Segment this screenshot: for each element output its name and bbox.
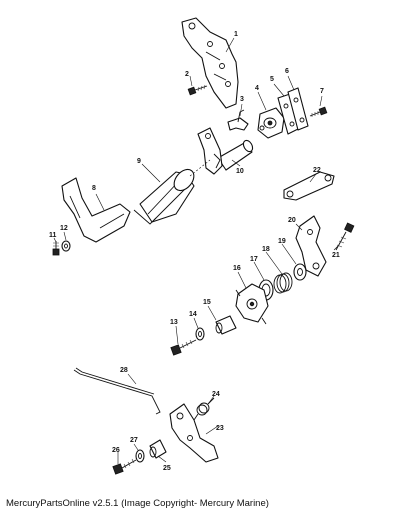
part-25-bushing — [149, 439, 167, 459]
callout-20: 20 — [288, 217, 296, 224]
callout-3: 3 — [240, 96, 244, 103]
part-14-washer — [195, 327, 205, 341]
part-18-spring — [273, 272, 293, 294]
callout-23: 23 — [216, 425, 224, 432]
callout-8: 8 — [92, 185, 96, 192]
part-16-cam — [235, 283, 269, 325]
part-1-bracket — [181, 17, 239, 109]
part-26-bolt — [112, 458, 137, 475]
callout-18: 18 — [262, 246, 270, 253]
callout-19: 19 — [278, 238, 286, 245]
callout-4: 4 — [255, 85, 259, 92]
part-7-screw — [309, 106, 328, 117]
part-4-housing — [257, 107, 285, 139]
callout-2: 2 — [185, 71, 189, 78]
callout-24: 24 — [212, 391, 220, 398]
callout-1: 1 — [234, 31, 238, 38]
callout-21: 21 — [332, 252, 340, 259]
callout-28: 28 — [120, 367, 128, 374]
copyright-caption: MercuryPartsOnline v2.5.1 (Image Copyrig… — [6, 498, 269, 509]
part-24-spring — [193, 397, 215, 421]
callout-27: 27 — [130, 437, 138, 444]
part-10-shaft — [197, 127, 254, 175]
part-11-screw — [52, 241, 60, 256]
part-13-bolt — [170, 339, 197, 356]
part-6-strap — [287, 87, 309, 131]
part-2-screw — [187, 84, 208, 96]
callout-22: 22 — [313, 167, 321, 174]
callout-17: 17 — [250, 256, 258, 263]
part-21-screw — [335, 222, 355, 251]
callout-labels: 1 2 3 4 5 6 7 8 9 10 11 12 13 14 15 16 1… — [49, 31, 340, 472]
callout-7: 7 — [320, 88, 324, 95]
callout-12: 12 — [60, 225, 68, 232]
part-22-link — [283, 171, 335, 201]
part-20-lever — [295, 215, 327, 277]
callout-15: 15 — [203, 299, 211, 306]
part-28-rod — [73, 367, 161, 415]
callout-5: 5 — [270, 76, 274, 83]
part-12-washer — [61, 240, 71, 252]
callout-16: 16 — [233, 265, 241, 272]
part-27-washer — [135, 449, 145, 463]
leader-lines — [53, 37, 339, 464]
callout-25: 25 — [163, 465, 171, 472]
callout-26: 26 — [112, 447, 120, 454]
callout-9: 9 — [137, 158, 141, 165]
callout-10: 10 — [236, 168, 244, 175]
part-23-lower-lever — [169, 403, 219, 463]
part-19-washer — [293, 263, 307, 281]
callout-11: 11 — [49, 232, 57, 239]
callout-6: 6 — [285, 68, 289, 75]
part-15-bushing — [215, 315, 237, 335]
part-9-grip — [133, 168, 195, 225]
callout-13: 13 — [170, 319, 178, 326]
callout-14: 14 — [189, 311, 197, 318]
part-8-handle — [61, 177, 131, 243]
part-3-clip — [227, 109, 249, 131]
